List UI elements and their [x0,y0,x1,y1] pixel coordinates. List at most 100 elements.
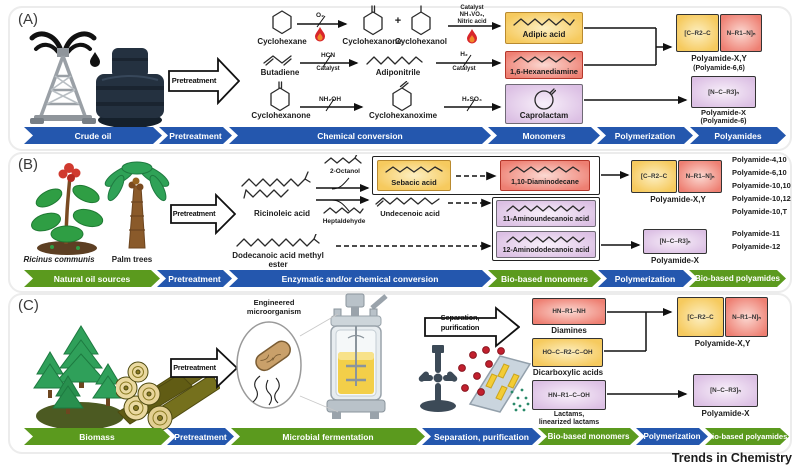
cyclohexane-label: Cyclohexane [257,37,307,46]
banner-a-pretreatment: Pretreatment [159,127,232,144]
polyamide-xy-label-a: Polyamide-X,Y [691,54,747,63]
banner-c-separation-purification: Separation, purification [422,428,541,445]
o2-condition: O₂ [316,12,324,19]
banner-c-microbial-fermentation: Microbial fermentation [231,428,425,445]
polyamide-x-unit-c: [N–C–R3]ₙ [693,374,758,407]
cyclohexanone2-structure [270,81,290,112]
diamines-box: HN–R1–NH [532,298,606,325]
repeat-unit-xy-right: N–R1–N]ₙ [732,313,761,321]
undecenoic-label: Undecenoic acid [380,209,440,218]
caprolactam-box: Caprolactam [505,84,583,124]
repeat-unit-xy-left: [C–R2–C [640,173,668,180]
amino11-box: 11-Aminoundecanoic acid [496,200,596,227]
amino11-structure [506,205,585,212]
banner-b-enzymatic-conversion: Enzymatic and/or chemical conversion [229,270,491,287]
list-item: Polyamide-10,10 [732,181,791,190]
sebacic-label: Sebacic acid [391,177,437,187]
microorganism-label-line2: microorganism [246,307,302,316]
list-item: Polyamide-12 [732,242,781,251]
list-item: Polyamide-10,T [732,207,788,216]
nh2oh-condition: NH₂OH [318,96,342,103]
separation-arrow [424,306,520,348]
octanol-label: 2-Octanol [330,168,360,175]
h2so4-condition: H₂SO₄ [461,96,483,103]
oil-barrels-illustration [96,48,164,128]
membrane-illustration [458,346,532,413]
cyclohexanol-structure [411,5,431,36]
repeat-unit-xy-right: N–R1–N]ₙ [685,173,715,180]
polyamide-x-sub-a: (Polyamide-6) [700,118,747,125]
plus-sign: + [394,15,402,27]
pretreatment-arrow-b [170,193,236,235]
hcn-condition: HCN [320,52,336,59]
oil-derrick-illustration [29,31,100,124]
flame-icon [315,27,325,42]
amino11-label: 11-Aminoundecanoic acid [502,215,590,223]
repeat-unit-x: [N–C–R3]ₙ [710,387,741,394]
banner-b-pretreatment: Pretreatment [157,270,232,287]
banner-a-crude-oil: Crude oil [24,127,162,144]
repeat-unit-xy-left: [C–R2–C [684,29,711,37]
caprolactam-label: Caprolactam [519,111,569,121]
castor-plant-illustration [31,163,104,255]
polyamide-xy-unit-left-c: [C–R2–C [677,297,724,337]
dodecanoic-structure [236,234,320,247]
ricinoleic-label: Ricinoleic acid [253,209,311,218]
diaminodecane-label: 1,10-Diaminodecane [511,178,579,186]
microorganism-label-line1: Engineered [253,298,295,307]
polyamide-xy-unit-left-b: [C–R2–C [631,160,677,193]
palm-label: Palm trees [111,255,153,264]
bioreactor-illustration [326,293,388,419]
diamines-label: Diamines [551,326,587,335]
adipic-acid-box: Adipic acid [505,12,583,44]
catalyst1-line3: Nitric acid [457,19,487,25]
cyclohexanol-label: Cyclohexanol [394,37,447,46]
journal-brand: Trends in Chemistry [671,451,792,465]
dicarboxylic-label: Dicarboxylic acids [532,368,604,377]
adiponitrile-label: Adiponitrile [375,68,421,77]
caprolactam-structure [534,88,556,110]
panel-b-tag: (B) [18,156,38,173]
diaminodecane-structure [509,166,580,174]
polyamide-xy-unit-left-a: [C–R2–C [676,14,719,52]
polyamide-xy-unit-right-b: N–R1–N]ₙ [678,160,722,193]
banner-b-natural-oil-sources: Natural oil sources [24,270,160,287]
cyclohexanoxime-structure [392,81,412,112]
polyamide-x-label-a: Polyamide-X [700,108,746,117]
h2-condition: H₂ [460,51,468,58]
castor-label: Ricinus communis [23,255,95,264]
undecenoic-structure [375,197,440,207]
catalyst1-line1: Catalyst [460,5,484,11]
catalyst1-line2: NH₄VO₃, [459,12,485,18]
banner-a-polyamides: Polyamides [690,127,786,144]
centrifuge-icon [418,345,458,412]
pretreatment-arrow-c [170,347,238,389]
hexanediamine-label: 1,6-Hexanediamine [510,66,578,76]
heptaldehyde-label: Heptaldehyde [322,218,366,225]
butadiene-label: Butadiene [260,68,300,77]
banner-c-bio-monomers: Bio-based monomers [538,428,639,445]
banner-c-pretreatment: Pretreatment [167,428,234,445]
separation-arrow-label-line2: purification [440,323,480,332]
banner-c-bio-polyamides: Bio-based polyamides [705,428,789,445]
repeat-unit-xy-left: [C–R2–C [687,313,714,321]
pretreatment-arrow-c-label: Pretreatment [173,363,216,372]
dodecanoic-label: Dodecanoic acid methyl ester [232,251,324,269]
panel-a-tag: (A) [18,11,38,28]
amino12-box: 12-Aminododecanoic acid [496,231,596,258]
lactams-label-line2: linearized lactams [538,419,600,426]
separation-arrow-label-line1: Separation, [440,313,480,322]
pretreatment-arrow-a-label: Pretreatment [171,76,217,85]
sebacic-acid-box: Sebacic acid [377,160,451,191]
trees-illustration [33,325,124,430]
cyclohexanone-structure [363,5,383,36]
adiponitrile-structure [366,56,423,65]
cyclohexanone2-label: Cyclohexanone [251,111,311,120]
amino12-structure [506,236,585,243]
lactams-label-line1: Lactams, [553,411,585,418]
microbe-illustration [236,321,302,409]
banner-b-bio-monomers: Bio-based monomers [488,270,601,287]
banner-c-biomass: Biomass [24,428,170,445]
repeat-unit-x: [N–C–R3]ₙ [659,238,691,245]
